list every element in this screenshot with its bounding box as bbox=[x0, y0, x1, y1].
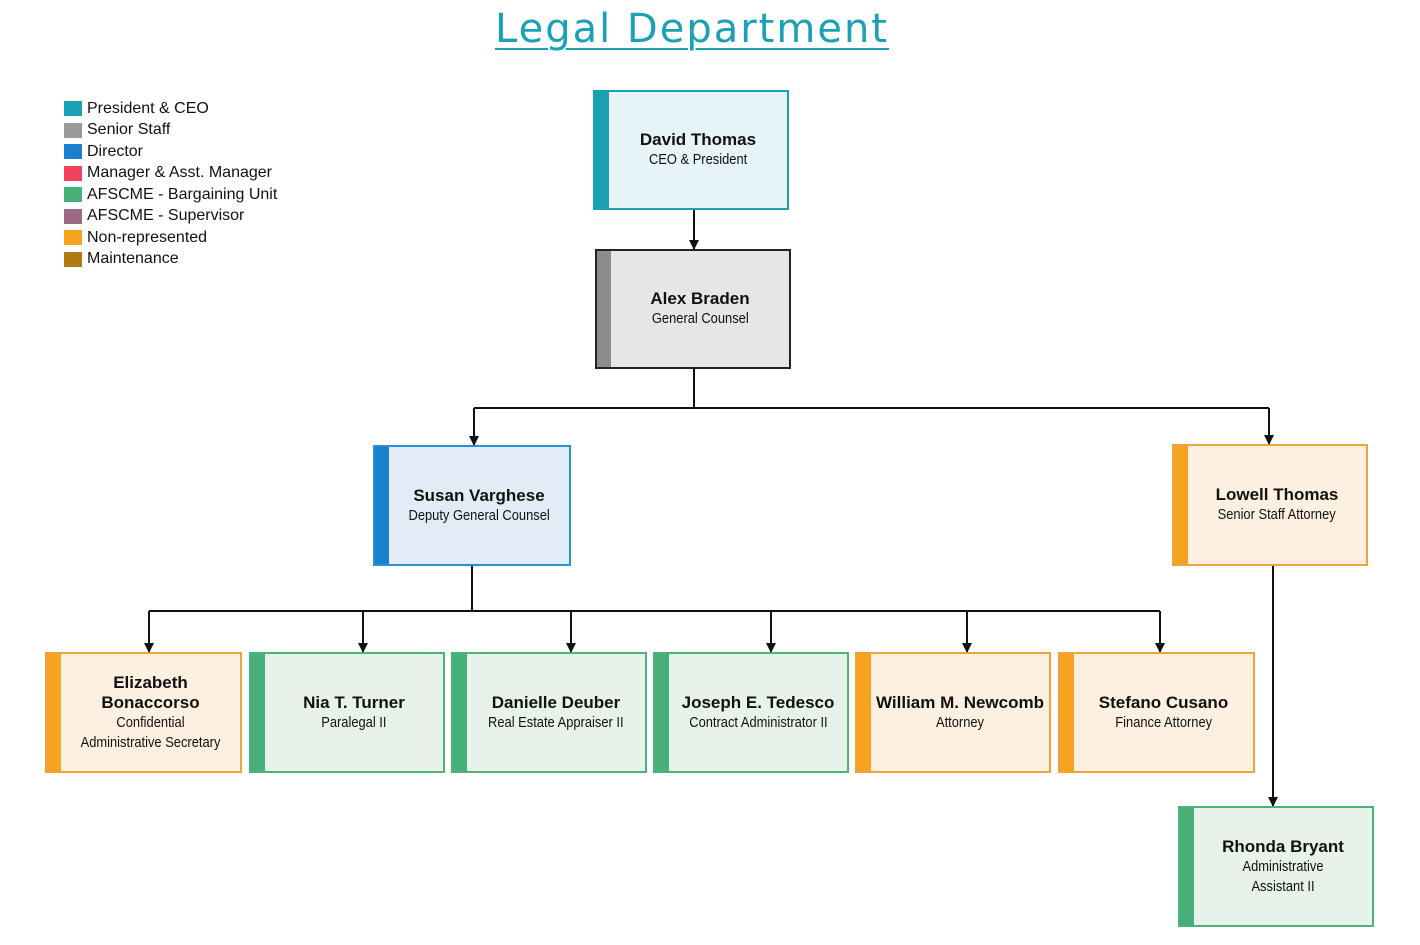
legend-label: Director bbox=[87, 142, 144, 160]
node-stefano-cusano[interactable]: Stefano Cusano Finance Attorney bbox=[1058, 652, 1255, 773]
legend-item-senior-staff: Senior Staff bbox=[64, 120, 277, 142]
legend-swatch bbox=[64, 165, 82, 181]
legend-item-director: Director bbox=[64, 141, 277, 163]
legend-label: Maintenance bbox=[87, 250, 179, 268]
legend-swatch bbox=[64, 122, 82, 138]
legend-label: Senior Staff bbox=[87, 121, 171, 139]
category-bar bbox=[1060, 654, 1074, 771]
legend-swatch bbox=[64, 187, 82, 203]
node-rhonda-bryant[interactable]: Rhonda Bryant Administrative Assistant I… bbox=[1178, 806, 1374, 927]
node-nia-turner[interactable]: Nia T. Turner Paralegal II bbox=[249, 652, 445, 773]
node-name: Stefano Cusano bbox=[1098, 692, 1229, 712]
node-susan-varghese[interactable]: Susan Varghese Deputy General Counsel bbox=[373, 445, 571, 566]
node-role: General Counsel bbox=[651, 310, 749, 327]
legend-label: Manager & Asst. Manager bbox=[87, 164, 272, 182]
node-name: Rhonda Bryant bbox=[1222, 836, 1344, 856]
legend-item-president-ceo: President & CEO bbox=[64, 98, 277, 120]
node-role: Senior Staff Attorney bbox=[1217, 506, 1337, 523]
category-bar bbox=[857, 654, 871, 771]
legend-item-afscme-bargaining: AFSCME - Bargaining Unit bbox=[64, 184, 277, 206]
node-name: Joseph E. Tedesco bbox=[681, 692, 835, 712]
node-joseph-tedesco[interactable]: Joseph E. Tedesco Contract Administrator… bbox=[653, 652, 849, 773]
node-role: Deputy General Counsel bbox=[408, 506, 550, 524]
legend-item-non-represented: Non-represented bbox=[64, 227, 277, 249]
node-elizabeth-bonaccorso[interactable]: Elizabeth Bonaccorso Confidential Admini… bbox=[45, 652, 242, 773]
node-role: Finance Attorney bbox=[1115, 713, 1212, 731]
node-role: Real Estate Appraiser II bbox=[488, 713, 624, 731]
node-role: Paralegal II bbox=[321, 713, 387, 731]
legend-label: President & CEO bbox=[87, 99, 209, 117]
category-bar bbox=[1180, 808, 1194, 925]
category-bar bbox=[251, 654, 265, 771]
node-david-thomas[interactable]: David Thomas CEO & President bbox=[593, 90, 789, 210]
node-role: Confidential Administrative Secretary bbox=[80, 713, 221, 751]
legend-label: AFSCME - Bargaining Unit bbox=[87, 185, 278, 203]
node-role: Attorney bbox=[935, 713, 985, 731]
node-alex-braden[interactable]: Alex Braden General Counsel bbox=[595, 249, 791, 369]
legend-swatch bbox=[64, 230, 82, 246]
legend-label: AFSCME - Supervisor bbox=[87, 207, 245, 225]
node-name: Nia T. Turner bbox=[303, 692, 405, 712]
legend: President & CEO Senior Staff Director Ma… bbox=[64, 98, 277, 270]
node-name: Lowell Thomas bbox=[1215, 485, 1339, 504]
node-name: Danielle Deuber bbox=[491, 692, 621, 712]
node-danielle-deuber[interactable]: Danielle Deuber Real Estate Appraiser II bbox=[451, 652, 647, 773]
legend-swatch bbox=[64, 144, 82, 160]
legend-label: Non-represented bbox=[87, 228, 208, 246]
node-william-newcomb[interactable]: William M. Newcomb Attorney bbox=[855, 652, 1051, 773]
category-bar bbox=[453, 654, 467, 771]
legend-swatch bbox=[64, 101, 82, 117]
node-lowell-thomas[interactable]: Lowell Thomas Senior Staff Attorney bbox=[1172, 444, 1368, 566]
category-bar bbox=[597, 251, 611, 367]
node-role: Administrative Assistant II bbox=[1242, 857, 1324, 895]
page-title: Legal Department bbox=[495, 6, 889, 52]
legend-swatch bbox=[64, 208, 82, 224]
node-name: Elizabeth Bonaccorso bbox=[101, 672, 200, 712]
legend-item-manager: Manager & Asst. Manager bbox=[64, 163, 277, 185]
legend-swatch bbox=[64, 251, 82, 267]
category-bar bbox=[1174, 446, 1188, 564]
legend-item-maintenance: Maintenance bbox=[64, 249, 277, 271]
category-bar bbox=[47, 654, 61, 771]
legend-item-afscme-supervisor: AFSCME - Supervisor bbox=[64, 206, 277, 228]
node-name: David Thomas bbox=[639, 130, 757, 149]
node-role: Contract Administrator II bbox=[688, 713, 828, 731]
category-bar bbox=[375, 447, 389, 564]
node-role: CEO & President bbox=[648, 151, 748, 168]
category-bar bbox=[595, 92, 609, 208]
category-bar bbox=[655, 654, 669, 771]
node-name: Susan Varghese bbox=[413, 485, 545, 505]
node-name: William M. Newcomb bbox=[876, 692, 1044, 712]
node-name: Alex Braden bbox=[650, 289, 750, 308]
